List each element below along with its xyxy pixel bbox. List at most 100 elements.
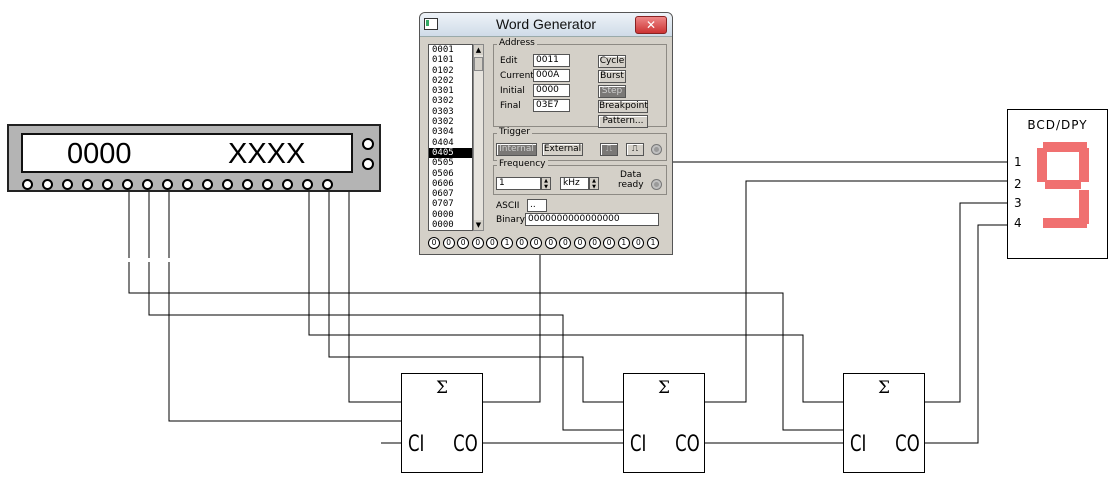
edit-field[interactable]: 0011 bbox=[533, 54, 570, 67]
analyzer-probe-pin[interactable] bbox=[202, 179, 213, 190]
analyzer-side-pin[interactable] bbox=[362, 158, 374, 170]
bit-terminal[interactable]: 0 bbox=[559, 237, 572, 249]
scroll-up-icon[interactable]: ▲ bbox=[474, 45, 483, 55]
bit-terminal[interactable]: 0 bbox=[574, 237, 586, 249]
word-list-item[interactable]: 0607 bbox=[432, 189, 454, 200]
sigma-symbol: Σ bbox=[435, 378, 449, 398]
bcd-seven-segment-display[interactable]: BCD/DPY 1 2 3 4 bbox=[1007, 109, 1108, 259]
analyzer-probe-pin[interactable] bbox=[42, 179, 53, 190]
bcd-pin-1: 1 bbox=[1014, 155, 1022, 169]
bit-terminal[interactable]: 0 bbox=[486, 237, 499, 249]
word-list-item[interactable]: 0405 bbox=[429, 147, 472, 159]
frequency-spinner[interactable]: ▲▼ bbox=[541, 177, 551, 190]
analyzer-probe-pin[interactable] bbox=[242, 179, 253, 190]
seven-segment-digit bbox=[1037, 142, 1089, 228]
word-list-item[interactable]: 0202 bbox=[432, 75, 454, 86]
burst-button[interactable]: Burst bbox=[598, 70, 626, 83]
word-list-item[interactable]: 0102 bbox=[432, 65, 454, 76]
analyzer-probe-pin[interactable] bbox=[322, 179, 333, 190]
analyzer-value-right: XXXX bbox=[228, 138, 306, 170]
bit-terminal[interactable]: 1 bbox=[647, 237, 659, 249]
analyzer-probe-pin[interactable] bbox=[182, 179, 193, 190]
bit-terminal[interactable]: 1 bbox=[501, 237, 513, 249]
bit-terminal[interactable]: 0 bbox=[471, 237, 484, 249]
word-list-item[interactable]: 0707 bbox=[432, 199, 454, 210]
analyzer-probe-pin[interactable] bbox=[22, 179, 33, 190]
analyzer-probe-pin[interactable] bbox=[262, 179, 273, 190]
word-list-item[interactable]: 0506 bbox=[432, 168, 454, 179]
bit-terminal[interactable]: 0 bbox=[530, 237, 543, 249]
bit-terminal[interactable]: 0 bbox=[428, 237, 440, 249]
analyzer-probe-pin[interactable] bbox=[282, 179, 293, 190]
bit-terminal[interactable]: 0 bbox=[588, 237, 601, 249]
bit-terminal[interactable]: 0 bbox=[603, 237, 616, 249]
word-list-item[interactable]: 0000 bbox=[429, 230, 472, 231]
analyzer-probe-pin[interactable] bbox=[162, 179, 173, 190]
word-list-item[interactable]: 0000 bbox=[432, 209, 454, 220]
analyzer-value-left: 0000 bbox=[67, 138, 132, 170]
bit-terminal[interactable]: 0 bbox=[544, 237, 557, 249]
pattern-button[interactable]: Pattern... bbox=[598, 115, 648, 128]
bit-terminal[interactable]: 0 bbox=[632, 237, 645, 249]
frequency-value-field[interactable]: 1 bbox=[496, 177, 541, 190]
word-list-item[interactable]: 0304 bbox=[432, 127, 454, 138]
word-list-item[interactable]: 0303 bbox=[432, 106, 454, 117]
bit-terminal[interactable]: 0 bbox=[442, 237, 455, 249]
analyzer-probe-pin[interactable] bbox=[82, 179, 93, 190]
title-bar[interactable]: Word Generator ✕ bbox=[420, 13, 672, 37]
external-trigger-button[interactable]: External bbox=[542, 143, 583, 156]
scroll-thumb[interactable] bbox=[474, 57, 483, 71]
frequency-group-label: Frequency bbox=[497, 159, 548, 169]
analyzer-probe-pin[interactable] bbox=[302, 179, 313, 190]
trigger-radio-icon[interactable] bbox=[651, 144, 662, 155]
binary-field[interactable]: 0000000000000000 bbox=[525, 213, 659, 226]
analyzer-probe-pin[interactable] bbox=[62, 179, 73, 190]
carry-out-label: CO bbox=[675, 432, 700, 457]
step-button[interactable]: Step bbox=[598, 85, 626, 98]
word-list-item[interactable]: 0301 bbox=[432, 86, 454, 97]
segment-a bbox=[1043, 142, 1087, 152]
word-list-item[interactable]: 0101 bbox=[432, 55, 454, 66]
window-icon[interactable] bbox=[424, 18, 438, 30]
scroll-down-icon[interactable]: ▼ bbox=[474, 220, 483, 230]
bit-terminal[interactable]: 0 bbox=[515, 237, 528, 249]
analyzer-probe-pin[interactable] bbox=[122, 179, 133, 190]
analyzer-probe-pin[interactable] bbox=[222, 179, 233, 190]
cycle-button[interactable]: Cycle bbox=[598, 55, 626, 68]
word-list-item[interactable]: 0404 bbox=[432, 137, 454, 148]
analyzer-side-pin[interactable] bbox=[362, 138, 374, 150]
bcd-header: BCD/DPY bbox=[1027, 118, 1088, 132]
word-list-scrollbar[interactable]: ▲ ▼ bbox=[473, 44, 484, 231]
rising-edge-icon[interactable]: ⎍ bbox=[600, 143, 618, 156]
initial-field[interactable]: 0000 bbox=[533, 84, 570, 97]
full-adder-1[interactable]: Σ CI CO bbox=[401, 373, 483, 473]
final-field[interactable]: 03E7 bbox=[533, 99, 570, 112]
current-field[interactable]: 000A bbox=[533, 69, 570, 82]
full-adder-3[interactable]: Σ CI CO bbox=[843, 373, 925, 473]
bit-terminal[interactable]: 1 bbox=[617, 237, 630, 249]
logic-analyzer[interactable]: 0000 XXXX bbox=[7, 124, 381, 192]
breakpoint-button[interactable]: Breakpoint bbox=[598, 100, 648, 113]
word-list-item[interactable]: 0606 bbox=[432, 178, 454, 189]
carry-in-label: CI bbox=[408, 432, 425, 457]
analyzer-probe-pin[interactable] bbox=[142, 179, 153, 190]
unit-spinner[interactable]: ▲▼ bbox=[589, 177, 599, 190]
word-list-item[interactable]: 0001 bbox=[432, 45, 454, 55]
ascii-field[interactable]: .. bbox=[527, 199, 547, 212]
current-label: Current bbox=[500, 71, 534, 81]
data-ready-label-2: ready bbox=[618, 180, 644, 190]
internal-trigger-button[interactable]: Internal bbox=[496, 143, 537, 156]
full-adder-2[interactable]: Σ CI CO bbox=[623, 373, 705, 473]
bcd-pin-2: 2 bbox=[1014, 177, 1022, 191]
bit-terminal[interactable]: 0 bbox=[457, 237, 470, 249]
word-list-item[interactable]: 0302 bbox=[432, 117, 454, 128]
word-list-item[interactable]: 0302 bbox=[432, 96, 454, 107]
close-button[interactable]: ✕ bbox=[635, 16, 667, 34]
word-list-item[interactable]: 0000 bbox=[432, 220, 454, 231]
frequency-unit-field[interactable]: kHz bbox=[560, 177, 589, 190]
falling-edge-icon[interactable]: ⎍ bbox=[626, 143, 644, 156]
analyzer-probe-pin[interactable] bbox=[102, 179, 113, 190]
word-list-item[interactable]: 0505 bbox=[432, 158, 454, 169]
